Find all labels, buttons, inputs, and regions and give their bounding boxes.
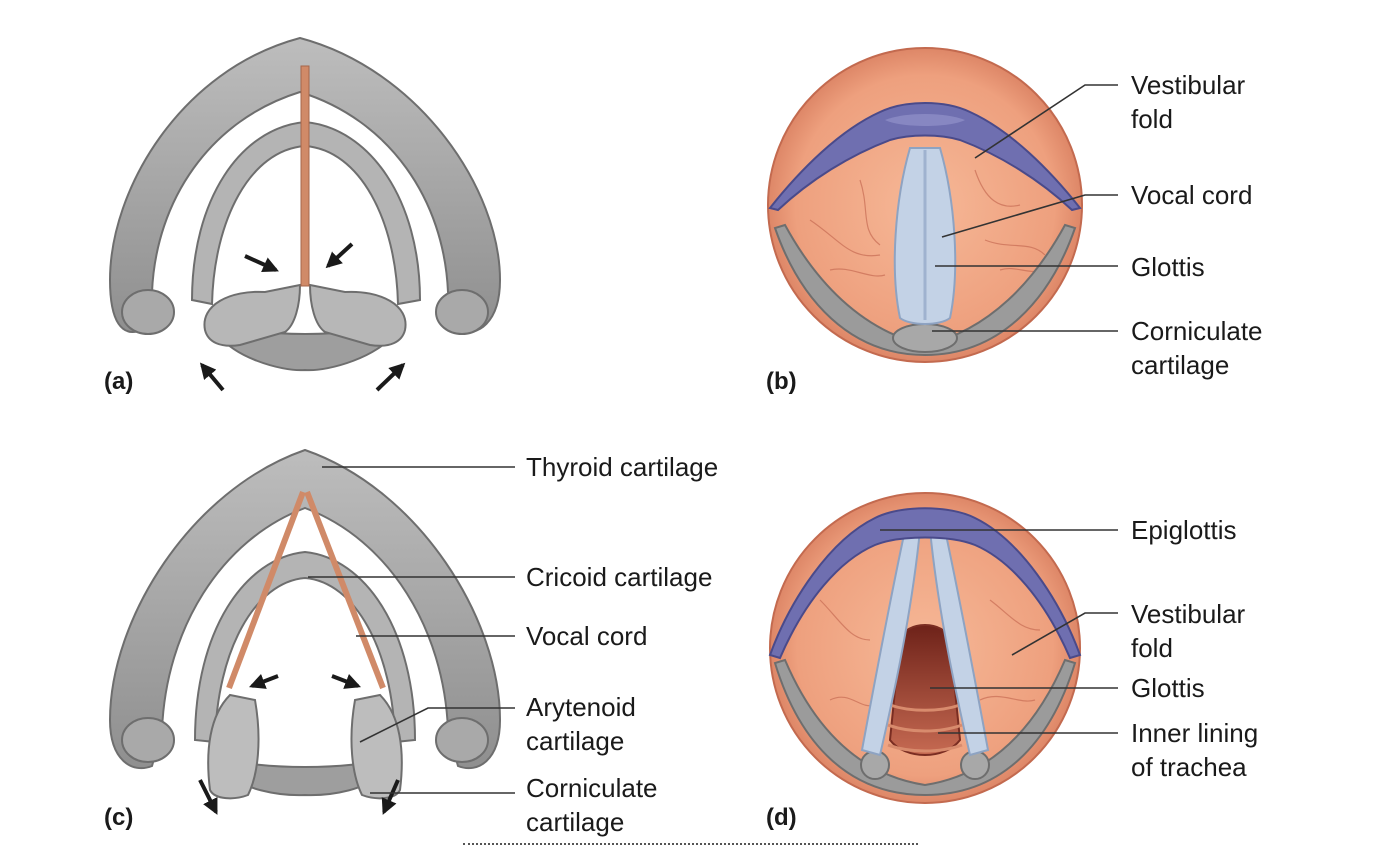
label-line: fold: [1131, 633, 1173, 663]
panel-d-leader-lines: [880, 529, 1118, 734]
arrow-icon: [375, 362, 406, 392]
label-epiglottis: Epiglottis: [1131, 515, 1237, 545]
label-line: Arytenoid: [526, 692, 636, 722]
label-corniculate-cartilage-b: Corniculate cartilage: [1131, 314, 1263, 382]
label-inner-lining-trachea: Inner lining of trachea: [1131, 716, 1258, 784]
thyroid-cartilage-c: [108, 448, 502, 770]
trachea-lining-d: [887, 703, 963, 753]
panel-c-illustration: [108, 448, 502, 815]
cricoid-cartilage-a: [190, 120, 422, 306]
label-line: of trachea: [1131, 752, 1247, 782]
vocal-cord-left-d: [860, 529, 922, 757]
arrow-icon: [331, 673, 361, 689]
arrow-icon: [244, 254, 279, 273]
label-vocal-cord-c: Vocal cord: [526, 621, 648, 651]
label-line: cartilage: [526, 726, 625, 756]
label-line: cartilage: [1131, 350, 1230, 380]
label-line: Corniculate: [526, 773, 658, 803]
arrow-icon: [199, 362, 225, 392]
arrow-icon: [325, 242, 354, 269]
label-vestibular-fold-d: Vestibular fold: [1131, 597, 1245, 665]
label-line: fold: [1131, 104, 1173, 134]
panel-label-d: (d): [766, 804, 797, 831]
corniculate-cartilage-b: [773, 223, 1077, 357]
label-cricoid-cartilage: Cricoid cartilage: [526, 562, 713, 592]
label-glottis-b: Glottis: [1131, 252, 1205, 282]
panel-label-a: (a): [104, 368, 134, 395]
vocal-cord-ligament-a: [300, 65, 310, 287]
label-vestibular-fold-b: Vestibular fold: [1131, 68, 1245, 136]
panel-a-illustration: [108, 36, 502, 392]
panel-label-b: (b): [766, 368, 797, 395]
arytenoid-cartilage-a: [203, 283, 302, 347]
vocal-cord-right-d: [928, 529, 990, 757]
label-thyroid-cartilage: Thyroid cartilage: [526, 452, 719, 482]
label-arytenoid-cartilage: Arytenoid cartilage: [526, 690, 636, 758]
label-line: Vestibular: [1131, 70, 1246, 100]
arytenoid-cartilage-c: [207, 693, 260, 800]
panel-label-c: (c): [104, 804, 134, 831]
label-line: Corniculate: [1131, 316, 1263, 346]
panel-c-leader-lines: [308, 466, 515, 794]
label-line: Inner lining: [1131, 718, 1259, 748]
panel-d-illustration: [768, 492, 1082, 804]
label-vocal-cord-b: Vocal cord: [1131, 180, 1253, 210]
label-line: Vestibular: [1131, 599, 1246, 629]
label-corniculate-cartilage-c: Corniculate cartilage: [526, 771, 658, 839]
dotted-divider: [463, 843, 918, 845]
arrow-icon: [249, 673, 279, 689]
epiglottis-d: [768, 507, 1082, 660]
panel-b-illustration: [767, 47, 1083, 363]
vocal-cord-ligament-c-right: [304, 490, 386, 690]
arrow-icon: [381, 779, 400, 815]
label-line: cartilage: [526, 807, 625, 837]
arrow-icon: [198, 779, 218, 815]
label-glottis-d: Glottis: [1131, 673, 1205, 703]
panel-b-leader-lines: [932, 84, 1118, 332]
vocal-cord-ligament-c: [226, 490, 306, 690]
